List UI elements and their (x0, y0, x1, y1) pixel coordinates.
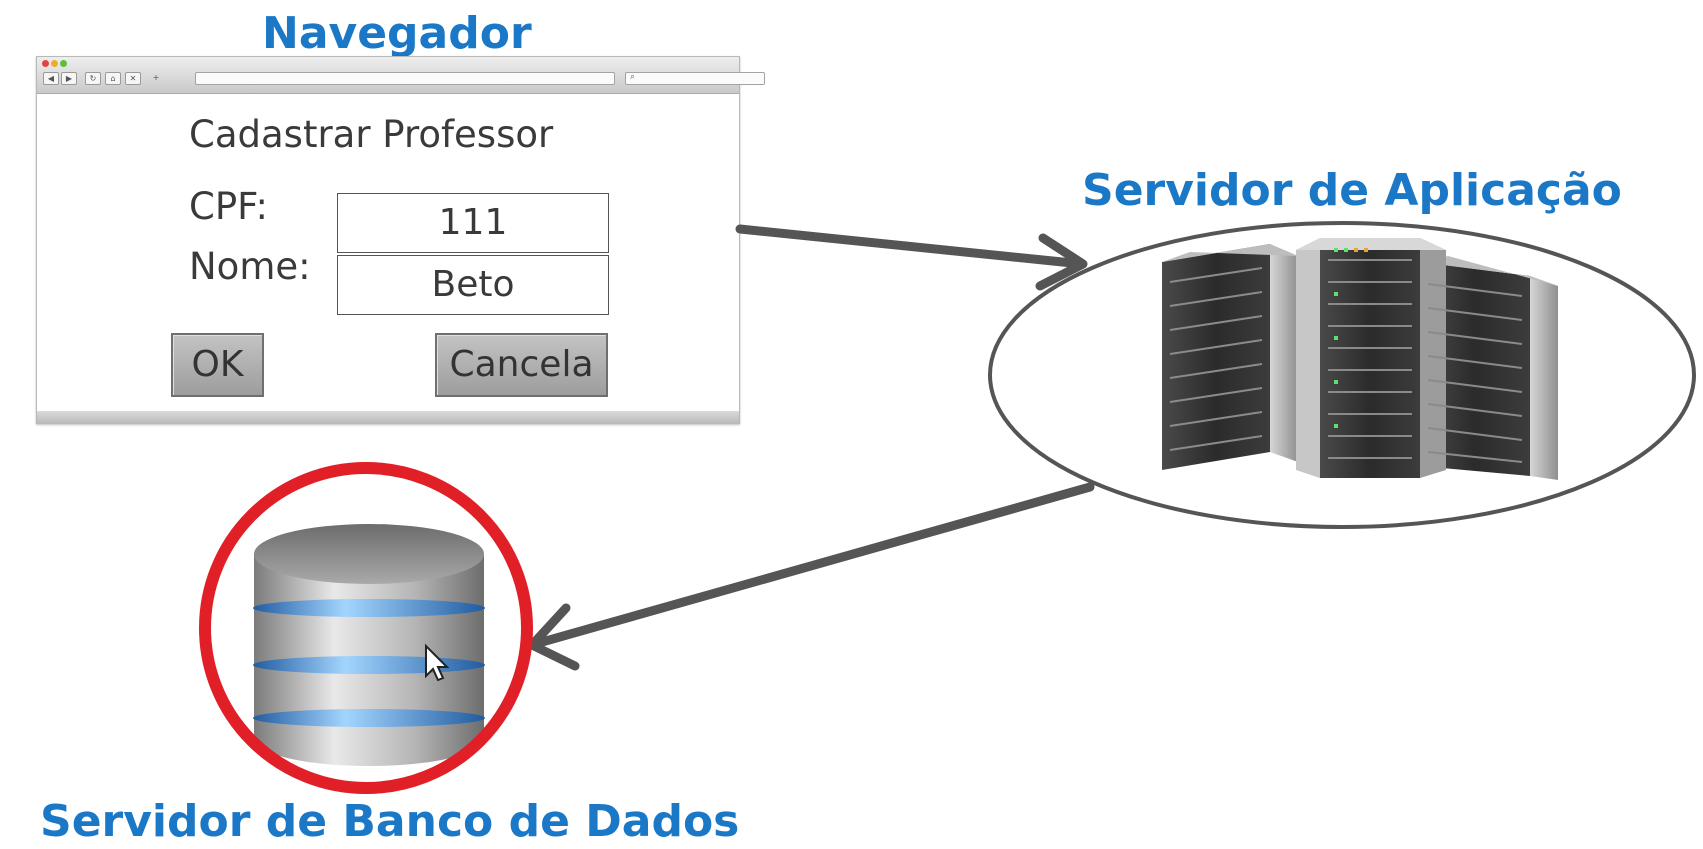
highlight-circle (199, 462, 533, 794)
search-bar[interactable]: ⌕ (625, 72, 765, 85)
app-server-title: Servidor de Aplicação (1082, 165, 1622, 216)
minimize-dot-icon[interactable] (51, 60, 58, 67)
browser-title: Navegador (262, 8, 532, 59)
browser-window: ◀ ▶ ↻ ⌂ ✕ + ⌕ Cadastrar Professor CPF: 1… (36, 56, 765, 424)
forward-icon[interactable]: ▶ (61, 72, 77, 85)
search-icon: ⌕ (630, 72, 636, 82)
cancel-button[interactable]: Cancela (435, 333, 608, 397)
reload-icon[interactable]: ↻ (85, 72, 101, 85)
close-tab-icon[interactable]: ✕ (125, 72, 141, 85)
cpf-label: CPF: (189, 185, 269, 228)
new-tab-icon[interactable]: + (152, 73, 160, 82)
ok-button[interactable]: OK (171, 333, 264, 397)
back-icon[interactable]: ◀ (43, 72, 59, 85)
server-rack-icon (1162, 238, 1558, 480)
cpf-input[interactable]: 111 (337, 193, 609, 253)
mouse-cursor-icon (425, 643, 450, 682)
home-icon[interactable]: ⌂ (105, 72, 121, 85)
database-icon (253, 524, 485, 766)
name-input[interactable]: Beto (337, 255, 609, 315)
arrow-to-db-server (527, 482, 1095, 671)
form-title: Cadastrar Professor (189, 113, 554, 156)
address-bar[interactable] (195, 72, 615, 85)
maximize-dot-icon[interactable] (60, 60, 67, 67)
browser-toolbar: ◀ ▶ ↻ ⌂ ✕ + ⌕ (37, 57, 765, 94)
arrow-to-app-server (735, 224, 1088, 291)
browser-status-bar (37, 411, 739, 423)
db-server-title: Servidor de Banco de Dados (40, 796, 740, 847)
close-dot-icon[interactable] (42, 60, 49, 67)
name-label: Nome: (189, 245, 311, 288)
